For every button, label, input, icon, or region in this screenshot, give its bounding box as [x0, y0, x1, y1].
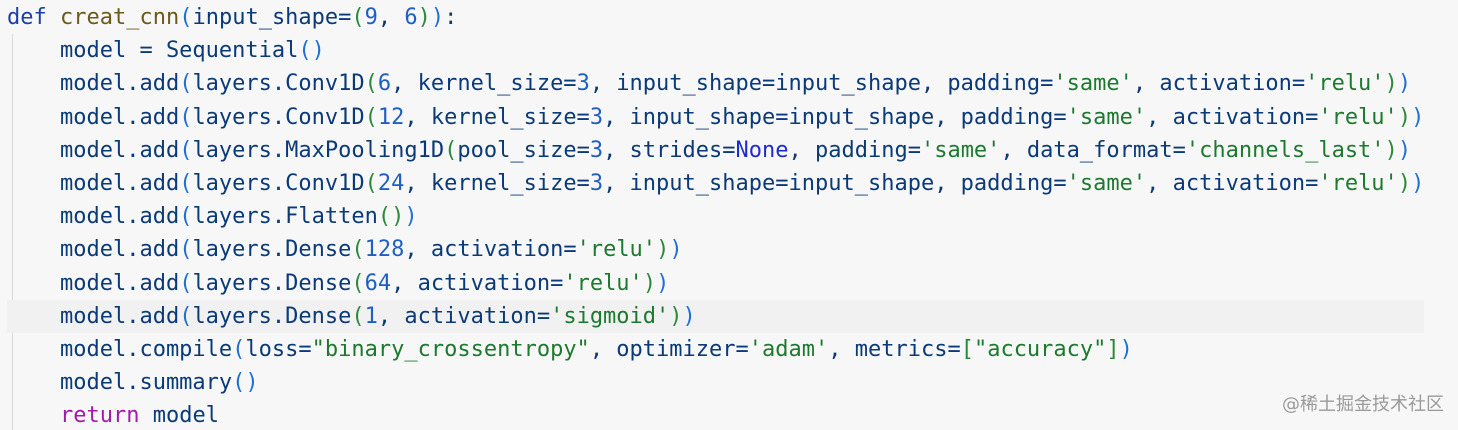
code-line-2[interactable]: model = Sequential() — [7, 38, 325, 64]
code-line-12[interactable]: model.summary() — [7, 370, 259, 396]
indent-guide — [12, 34, 13, 430]
code-block[interactable]: def creat_cnn(input_shape=(9, 6)): model… — [7, 1, 1425, 430]
code-line-8[interactable]: model.add(layers.Dense(128, activation='… — [7, 237, 683, 263]
code-line-9[interactable]: model.add(layers.Dense(64, activation='r… — [7, 270, 670, 296]
code-line-1[interactable]: def creat_cnn(input_shape=(9, 6)): — [7, 5, 458, 30]
code-line-5[interactable]: model.add(layers.MaxPooling1D(pool_size=… — [7, 137, 1412, 163]
code-line-13[interactable]: return model — [59, 403, 219, 429]
code-line-4[interactable]: model.add(layers.Conv1D(12, kernel_size=… — [7, 104, 1425, 130]
code-line-10[interactable]: model.add(layers.Dense(1, activation='si… — [7, 299, 1425, 333]
code-line-7[interactable]: model.add(layers.Flatten()) — [7, 204, 418, 230]
watermark: @稀土掘金技术社区 — [1282, 394, 1444, 415]
code-line-11[interactable]: model.compile(loss="binary_crossentropy"… — [7, 336, 1133, 362]
code-line-3[interactable]: model.add(layers.Conv1D(6, kernel_size=3… — [7, 71, 1412, 97]
code-line-6[interactable]: model.add(layers.Conv1D(24, kernel_size=… — [7, 170, 1425, 196]
